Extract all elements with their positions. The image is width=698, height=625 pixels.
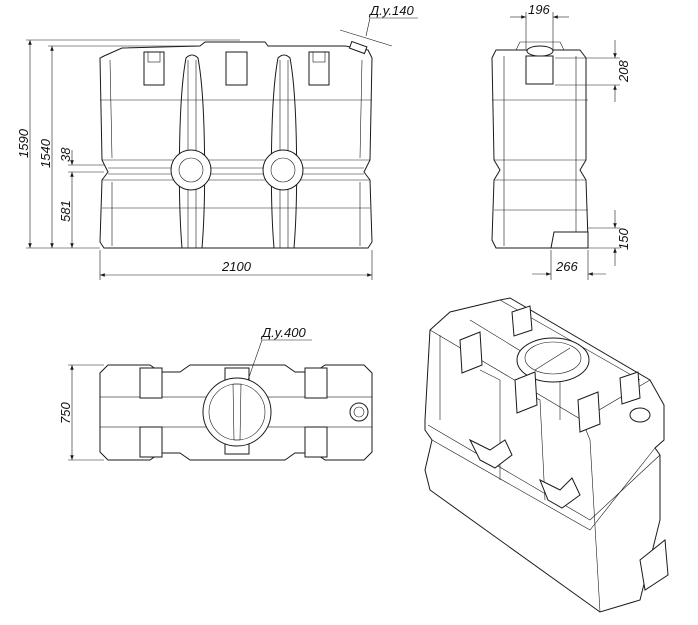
- top-view: [99, 364, 373, 461]
- dim-750: 750: [58, 402, 73, 424]
- top-dimensions: 750 Д.у.400: [58, 325, 312, 461]
- iso-clip: [459, 331, 483, 374]
- clip: [308, 51, 330, 86]
- side-clip: [525, 55, 554, 85]
- dim-1540: 1540: [38, 138, 53, 168]
- outlet: [550, 231, 589, 249]
- top-clip: [139, 426, 163, 458]
- top-clip: [304, 367, 328, 399]
- dim-2100: 2100: [221, 259, 252, 274]
- iso-fitting: [468, 438, 513, 469]
- fitting-circle: [170, 149, 212, 191]
- dim-38: 38: [58, 147, 73, 162]
- isometric-view: [424, 297, 669, 613]
- iso-clip: [511, 305, 533, 337]
- dim-581: 581: [58, 200, 73, 222]
- dim-1590: 1590: [16, 128, 31, 158]
- iso-outlet: [639, 539, 669, 591]
- front-dimensions: 1590 1540 38 581 2100 Д.у.140: [16, 3, 418, 280]
- small-fitting: [348, 40, 368, 55]
- dim-150: 150: [616, 228, 631, 250]
- top-clip: [304, 426, 328, 458]
- iso-clip: [577, 391, 601, 433]
- clip: [225, 51, 248, 86]
- iso-fitting: [539, 477, 581, 509]
- iso-main-hatch: [516, 337, 590, 383]
- fitting-circle: [262, 149, 304, 191]
- dim-208: 208: [616, 60, 631, 83]
- main-hatch: [202, 377, 272, 447]
- top-clip: [139, 367, 163, 399]
- side-dimensions: 196 208 150 266: [510, 2, 631, 280]
- iso-clip: [514, 371, 538, 414]
- front-view: [99, 40, 373, 249]
- iso-small-fitting: [629, 407, 651, 423]
- small-fitting-top: [526, 45, 554, 57]
- small-fitting-plan: [349, 402, 369, 422]
- dim-266: 266: [555, 259, 578, 274]
- label-du-140: Д.у.140: [368, 3, 414, 18]
- label-du-400: Д.у.400: [260, 325, 306, 340]
- side-view: [491, 41, 589, 249]
- clip: [143, 51, 165, 86]
- iso-clip: [619, 371, 641, 405]
- dim-196: 196: [528, 2, 550, 17]
